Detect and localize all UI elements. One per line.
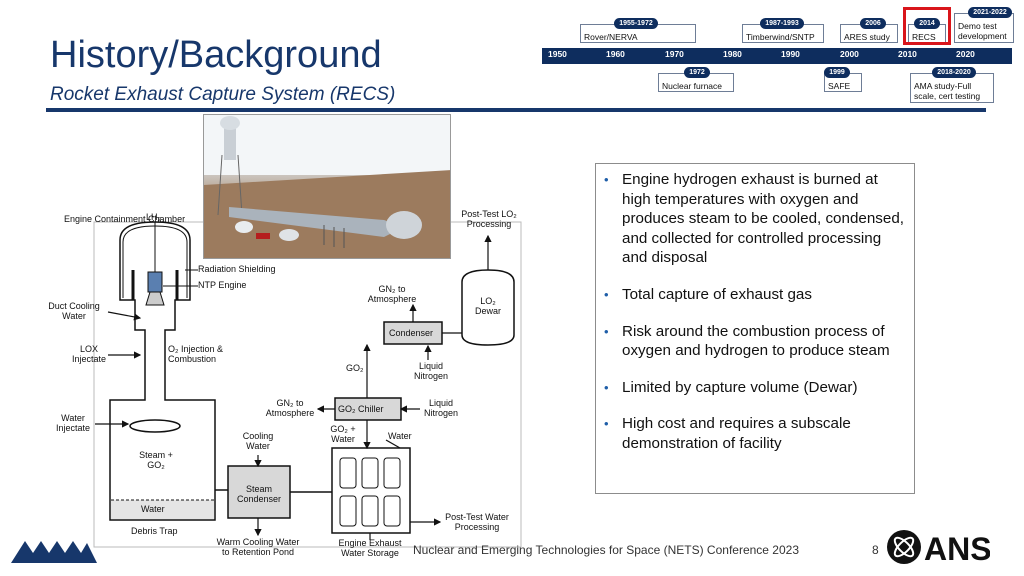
steam-condenser-label: Steam Condenser — [236, 484, 282, 505]
engine-chamber-label: Engine Containment Chamber — [64, 214, 186, 224]
exhaust-water-storage-label: Engine Exhaust Water Storage — [338, 538, 402, 559]
page-subtitle: Rocket Exhaust Capture System (RECS) — [50, 84, 396, 105]
timeline-year: 2000 — [840, 49, 859, 59]
timeline-event: AMA study-Full scale, cert testing — [910, 73, 994, 103]
go2-label: GO₂ — [346, 363, 364, 373]
timeline-date: 1987-1993 — [760, 18, 804, 29]
timeline-year: 1990 — [781, 49, 800, 59]
timeline-event: Demo test development — [954, 13, 1014, 43]
timeline-date: 2006 — [860, 18, 886, 29]
radiation-shielding-label: Radiation Shielding — [198, 264, 276, 274]
ntp-engine-label: NTP Engine — [198, 280, 247, 290]
water-pool-label: Water — [141, 504, 165, 514]
post-test-lo2-label: Post-Test LO₂ Processing — [461, 209, 517, 230]
warm-cooling-water-label: Warm Cooling Water to Retention Pond — [216, 537, 300, 558]
title-divider — [46, 108, 986, 112]
condenser-label: Condenser — [389, 328, 434, 338]
liquid-nitrogen-label: Liquid Nitrogen — [423, 398, 459, 419]
timeline-date: 1972 — [684, 67, 710, 78]
liquid-nitrogen-label: Liquid Nitrogen — [413, 361, 449, 382]
bullet-item: •Total capture of exhaust gas — [604, 285, 812, 303]
timeline-year: 1970 — [665, 49, 684, 59]
gn2-atmosphere-label: GN₂ to Atmosphere — [367, 284, 417, 305]
timeline-year: 2010 — [898, 49, 917, 59]
timeline-date: 2018-2020 — [932, 67, 976, 78]
ans-logo: ANS — [886, 527, 992, 572]
mountain-logo-icon — [11, 535, 97, 570]
lox-injectate-label: LOX Injectate — [71, 344, 107, 365]
o2-injection-label: O₂ Injection & Combustion — [168, 344, 224, 365]
timeline-date: 2014 — [914, 18, 940, 29]
timeline-year: 1960 — [606, 49, 625, 59]
page-number: 8 — [872, 543, 879, 557]
bullet-item: •Engine hydrogen exhaust is burned at hi… — [604, 171, 904, 267]
page-title: History/Background — [50, 34, 382, 76]
timeline-date: 1955-1972 — [614, 18, 658, 29]
gn2-atmosphere-label: GN₂ to Atmosphere — [265, 398, 315, 419]
timeline-date: 2021-2022 — [968, 7, 1012, 18]
conference-footer: Nuclear and Emerging Technologies for Sp… — [413, 543, 799, 557]
bullet-item: •Risk around the combustion process of o… — [604, 322, 890, 360]
water-label: Water — [388, 431, 412, 441]
debris-trap-label: Debris Trap — [131, 526, 178, 536]
lh2-label: LH₂ — [146, 212, 161, 222]
timeline-year: 1950 — [548, 49, 567, 59]
post-test-water-label: Post-Test Water Processing — [445, 512, 509, 533]
timeline-year: 2020 — [956, 49, 975, 59]
go2-chiller-label: GO₂ Chiller — [338, 404, 384, 414]
facility-rendering-image — [203, 114, 451, 259]
recs-highlight-box — [903, 7, 951, 45]
cooling-water-label: Cooling Water — [242, 431, 274, 452]
timeline-bar — [542, 48, 1012, 64]
water-injectate-label: Water Injectate — [55, 413, 91, 434]
ans-logo-text: ANS — [924, 531, 990, 567]
bullet-item: •Limited by capture volume (Dewar) — [604, 378, 858, 396]
lo2-dewar-label: LO₂ Dewar — [474, 296, 501, 317]
bullet-list-box: •Engine hydrogen exhaust is burned at hi… — [595, 163, 915, 494]
timeline-year: 1980 — [723, 49, 742, 59]
go2-water-label: GO₂ + Water — [330, 424, 356, 445]
steam-go2-label: Steam + GO₂ — [139, 450, 173, 471]
duct-cooling-label: Duct Cooling Water — [48, 301, 100, 322]
bullet-item: •High cost and requires a subscale demon… — [604, 415, 851, 452]
timeline-date: 1999 — [824, 67, 850, 78]
